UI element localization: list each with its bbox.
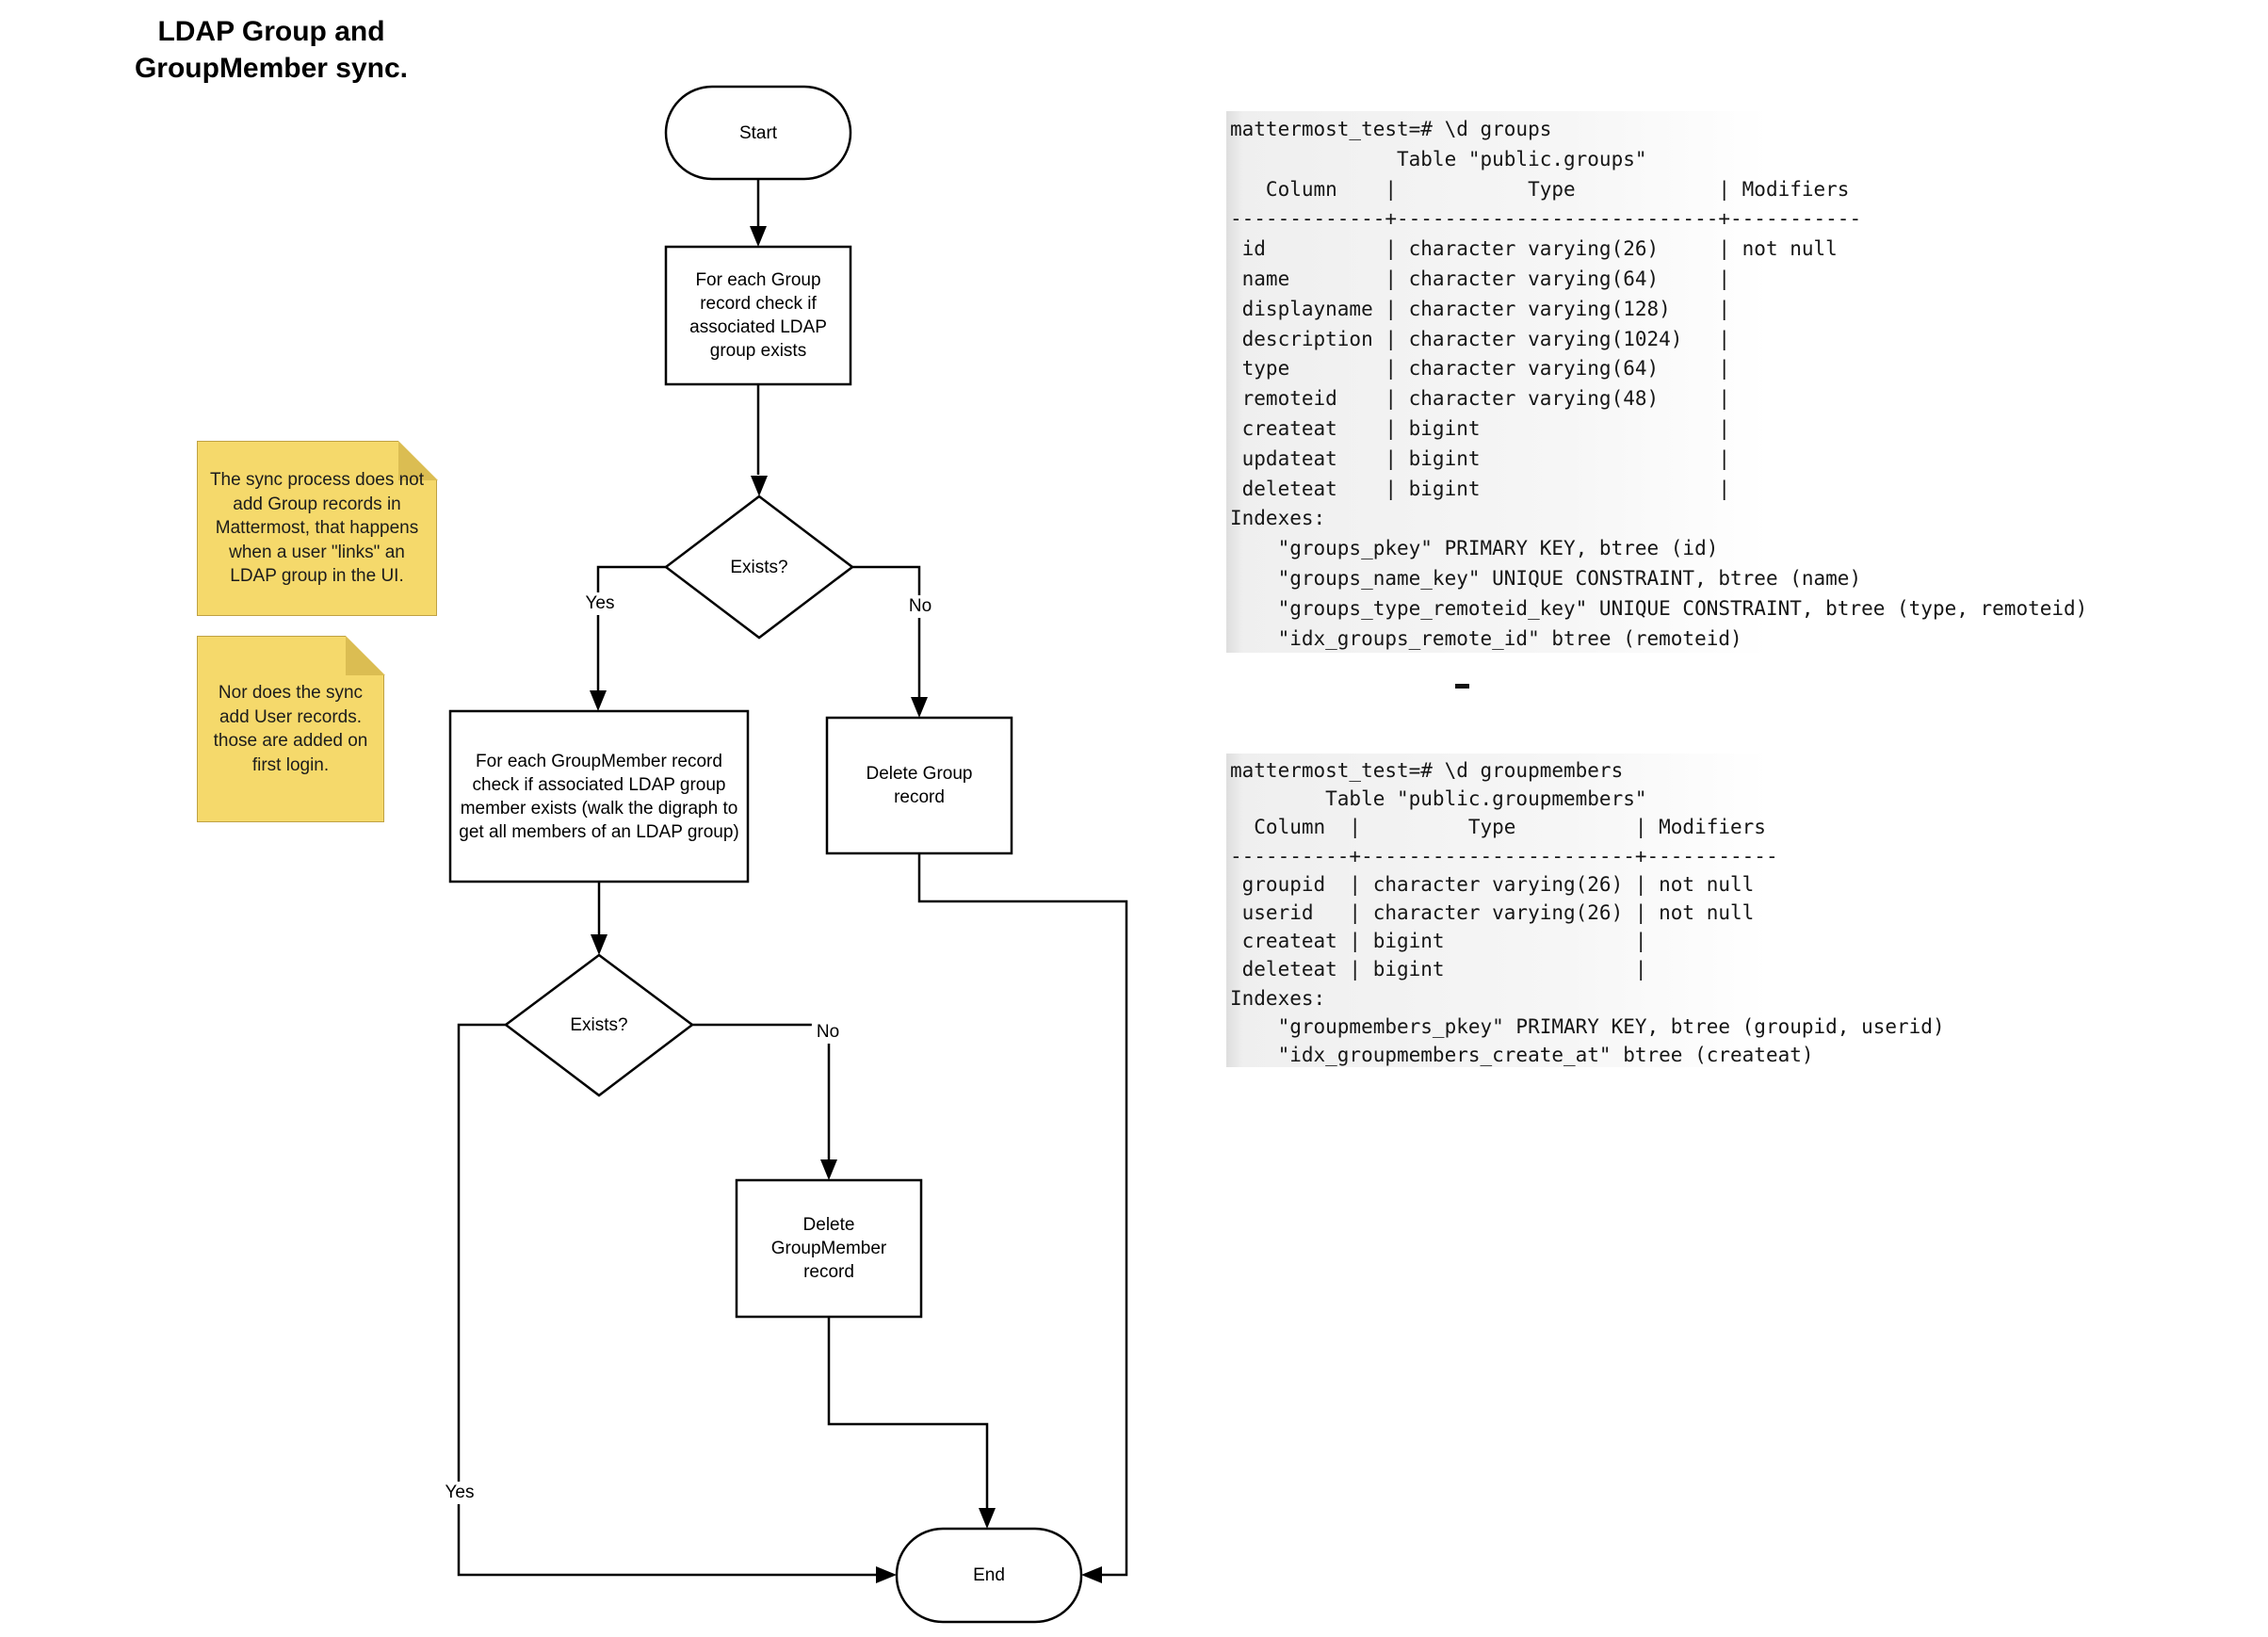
decision-group-exists: Exists? bbox=[666, 496, 852, 638]
arrow-into-process2 bbox=[590, 690, 607, 711]
process-groupmember-check-label: For each GroupMember record check if ass… bbox=[459, 751, 739, 842]
terminal-cursor-dash bbox=[1455, 684, 1469, 689]
process-group-check: For each Group record check if associate… bbox=[666, 247, 850, 384]
delete-group: Delete Group record bbox=[827, 718, 1012, 853]
decision2-no-label: No bbox=[811, 1021, 845, 1044]
process-groupmember-check-shape bbox=[448, 709, 750, 883]
arrowheads bbox=[590, 226, 1102, 1583]
decision1-yes-label: Yes bbox=[580, 592, 620, 615]
page-title-line1: LDAP Group and bbox=[157, 16, 385, 47]
sticky-note-group-records: The sync process does not add Group reco… bbox=[197, 440, 438, 616]
edge-deletegroup-to-end bbox=[917, 853, 1128, 1577]
end-node: End bbox=[897, 1529, 1081, 1622]
decision-member-exists-label: Exists? bbox=[570, 1015, 628, 1035]
delete-groupmember-shape bbox=[735, 1178, 923, 1319]
arrow-into-decision1 bbox=[751, 476, 768, 496]
arrow-into-delete-groupmember bbox=[820, 1159, 837, 1180]
terminal-groupmembers-output: mattermost_test=# \d groupmembers Table … bbox=[1230, 759, 1945, 1067]
edge-deletegm-to-end bbox=[827, 1317, 989, 1508]
delete-groupmember-label: Delete GroupMember record bbox=[770, 1215, 887, 1282]
arrow-into-decision2 bbox=[591, 934, 608, 955]
end-label: End bbox=[973, 1565, 1005, 1585]
edge-decision2-yes-to-end bbox=[457, 1023, 876, 1577]
decision1-diamond-shape bbox=[663, 494, 855, 640]
terminal-groups-background bbox=[1226, 111, 1980, 653]
arrow-into-end-left bbox=[876, 1566, 897, 1583]
page-title: LDAP Group and GroupMember sync. bbox=[92, 13, 450, 87]
edge-decision1-yes bbox=[596, 565, 666, 690]
delete-group-label: Delete Group record bbox=[866, 764, 973, 807]
edge-decision2-no bbox=[692, 1023, 831, 1159]
process-groupmember-check: For each GroupMember record check if ass… bbox=[450, 711, 748, 882]
decision1-no-label: No bbox=[903, 595, 937, 618]
process-group-check-shape bbox=[664, 245, 852, 386]
page-title-line2: GroupMember sync. bbox=[134, 53, 409, 84]
decision2-yes-label: Yes bbox=[440, 1482, 479, 1504]
start-node: Start bbox=[666, 87, 850, 179]
process-group-check-label: For each Group record check if associate… bbox=[689, 270, 827, 361]
decision-member-exists: Exists? bbox=[506, 955, 692, 1095]
arrow-into-end-top bbox=[979, 1508, 996, 1529]
decision2-diamond-shape bbox=[503, 953, 695, 1097]
start-node-shape bbox=[664, 85, 852, 181]
terminal-groupmembers-background bbox=[1226, 754, 1980, 1067]
end-node-shape bbox=[895, 1527, 1083, 1624]
delete-group-shape bbox=[825, 716, 1013, 855]
start-label: Start bbox=[738, 122, 778, 143]
sticky-note-group-records-text: The sync process does not add Group reco… bbox=[209, 470, 425, 587]
edge-decision1-no bbox=[852, 565, 921, 697]
terminal-groups-output: mattermost_test=# \d groups Table "publi… bbox=[1230, 118, 2088, 650]
decision-group-exists-label: Exists? bbox=[730, 557, 788, 577]
nodes bbox=[448, 85, 1083, 1624]
arrow-into-delete-group bbox=[911, 697, 928, 718]
sticky-note-user-records: Nor does the sync add User records. thos… bbox=[197, 635, 385, 822]
arrow-into-end-right bbox=[1081, 1566, 1102, 1583]
sticky-note-user-records-text: Nor does the sync add User records. thos… bbox=[213, 683, 368, 775]
arrow-into-process1 bbox=[750, 226, 767, 247]
delete-groupmember: Delete GroupMember record bbox=[737, 1180, 921, 1317]
